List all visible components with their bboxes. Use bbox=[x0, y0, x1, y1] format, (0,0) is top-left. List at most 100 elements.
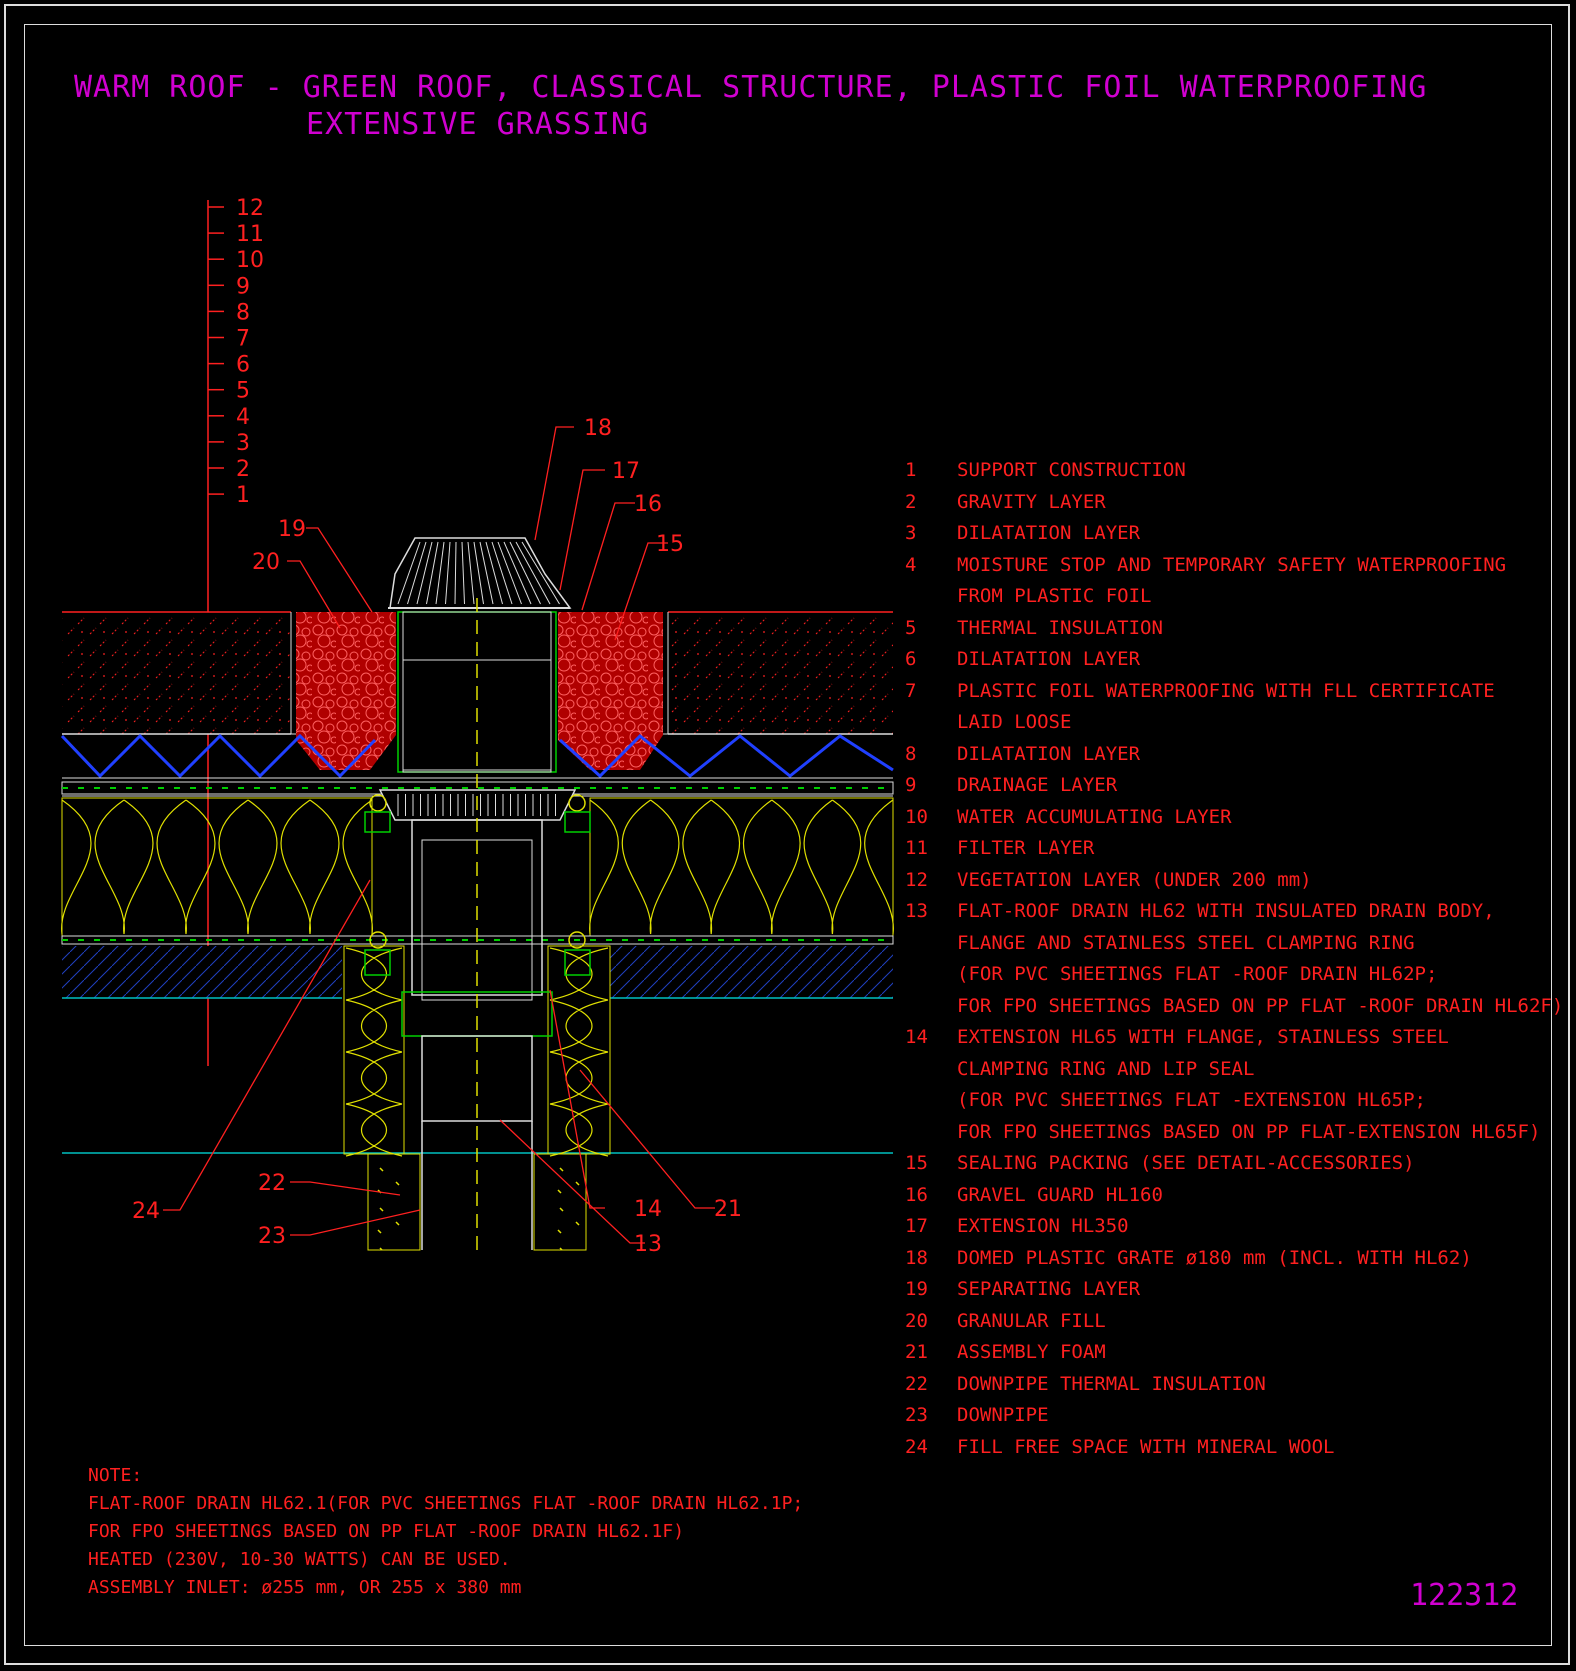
scale-tick-label: 8 bbox=[236, 300, 250, 325]
legend-text: SEALING PACKING (SEE DETAIL-ACCESSORIES) bbox=[957, 1152, 1415, 1174]
scale-tick-label: 4 bbox=[236, 405, 250, 430]
legend-number: 24 bbox=[905, 1435, 928, 1458]
legend-item: 15 SEALING PACKING (SEE DETAIL-ACCESSORIE… bbox=[905, 1148, 1555, 1180]
legend-text: EXTENSION HL65 WITH FLANGE, STAINLESS ST… bbox=[957, 1026, 1541, 1143]
scale-tick-label: 5 bbox=[236, 379, 250, 404]
legend-item: 10 WATER ACCUMULATING LAYER bbox=[905, 802, 1555, 834]
legend-text: ASSEMBLY FOAM bbox=[957, 1341, 1106, 1363]
callout-22: 22 bbox=[258, 1171, 286, 1196]
legend-number: 2 bbox=[905, 490, 917, 513]
legend-text: DILATATION LAYER bbox=[957, 648, 1141, 670]
legend-item: 19 SEPARATING LAYER bbox=[905, 1274, 1555, 1306]
legend-number: 3 bbox=[905, 522, 917, 544]
legend-number: 18 bbox=[905, 1246, 928, 1269]
legend-item: 23 DOWNPIPE bbox=[905, 1400, 1555, 1432]
note-text: FLAT-ROOF DRAIN HL62.1(FOR PVC SHEETINGS… bbox=[88, 1493, 804, 1598]
legend-item: 1 SUPPORT CONSTRUCTION bbox=[905, 455, 1555, 487]
leader-lines bbox=[163, 426, 715, 1244]
legend-text: FILTER LAYER bbox=[957, 837, 1095, 859]
legend-item: 14 EXTENSION HL65 WITH FLANGE, STAINLESS … bbox=[905, 1022, 1555, 1148]
legend-number: 23 bbox=[905, 1404, 928, 1426]
legend-text: SEPARATING LAYER bbox=[957, 1278, 1141, 1300]
legend-number: 16 bbox=[905, 1183, 928, 1206]
callout-14: 14 bbox=[634, 1197, 662, 1222]
gravel-fill bbox=[296, 612, 663, 770]
legend-text: FILL FREE SPACE WITH MINERAL WOOL bbox=[957, 1435, 1335, 1458]
callout-24: 24 bbox=[132, 1199, 160, 1224]
downpipe-insulation bbox=[367, 1153, 587, 1251]
grate-rib bbox=[497, 541, 522, 605]
grate-rib bbox=[509, 541, 541, 605]
legend-text: DOMED PLASTIC GRATE ø180 mm (INCL. WITH … bbox=[957, 1246, 1472, 1269]
grate-rib bbox=[397, 541, 421, 605]
legend-text: GRAVEL GUARD HL160 bbox=[957, 1183, 1163, 1206]
scale-tick-label: 12 bbox=[236, 196, 264, 221]
grate-rib bbox=[503, 541, 532, 605]
legend-item: 16 GRAVEL GUARD HL160 bbox=[905, 1180, 1555, 1212]
grate-rib bbox=[467, 541, 475, 605]
legend-text: EXTENSION HL350 bbox=[957, 1215, 1129, 1237]
legend-number: 6 bbox=[905, 648, 917, 670]
legend-item: 22 DOWNPIPE THERMAL INSULATION bbox=[905, 1369, 1555, 1401]
grate-rib bbox=[479, 541, 494, 605]
legend-item: 4 MOISTURE STOP AND TEMPORARY SAFETY WATE… bbox=[905, 550, 1555, 613]
roof-drain bbox=[364, 537, 591, 1250]
legend-number: 21 bbox=[905, 1341, 928, 1363]
legend-number: 1 bbox=[905, 459, 917, 481]
legend-text: WATER ACCUMULATING LAYER bbox=[957, 805, 1232, 828]
grate-rib bbox=[515, 541, 551, 605]
legend-number: 15 bbox=[905, 1152, 928, 1174]
scale-tick-label: 3 bbox=[236, 431, 250, 456]
vegetation-layer bbox=[62, 611, 893, 735]
legend-item: 8 DILATATION LAYER bbox=[905, 739, 1555, 771]
legend-number: 19 bbox=[905, 1278, 928, 1300]
legend-text: MOISTURE STOP AND TEMPORARY SAFETY WATER… bbox=[957, 553, 1507, 608]
legend-item: 6 DILATATION LAYER bbox=[905, 644, 1555, 676]
callout-17: 17 bbox=[612, 459, 640, 484]
legend-number: 4 bbox=[905, 553, 917, 576]
legend-item: 11 FILTER LAYER bbox=[905, 833, 1555, 865]
legend-number: 8 bbox=[905, 742, 917, 765]
legend-text: DOWNPIPE bbox=[957, 1404, 1049, 1426]
scale-tick-label: 6 bbox=[236, 353, 250, 378]
legend-number: 11 bbox=[905, 837, 928, 859]
grate-rib bbox=[521, 541, 560, 605]
legend-number: 9 bbox=[905, 774, 917, 796]
legend-number: 22 bbox=[905, 1372, 928, 1395]
legend-number: 20 bbox=[905, 1309, 928, 1332]
callout-18: 18 bbox=[584, 416, 612, 441]
grate-rib bbox=[426, 541, 439, 605]
title-line-2: EXTENSIVE GRASSING bbox=[306, 107, 650, 142]
grate-rib bbox=[473, 541, 484, 605]
legend-text: SUPPORT CONSTRUCTION bbox=[957, 459, 1186, 481]
scale-tick-label: 7 bbox=[236, 327, 250, 352]
legend-text: PLASTIC FOIL WATERPROOFING WITH FLL CERT… bbox=[957, 679, 1495, 734]
note: NOTE: FLAT-ROOF DRAIN HL62.1(FOR PVC SHE… bbox=[88, 1462, 803, 1602]
legend-text: DOWNPIPE THERMAL INSULATION bbox=[957, 1372, 1266, 1395]
legend-item: 24 FILL FREE SPACE WITH MINERAL WOOL bbox=[905, 1432, 1555, 1464]
grate-rib bbox=[454, 541, 457, 605]
scale-tick-label: 9 bbox=[236, 274, 250, 299]
drawing-inner-border bbox=[24, 24, 1552, 1646]
legend-text: FLAT-ROOF DRAIN HL62 WITH INSULATED DRAI… bbox=[957, 900, 1564, 1017]
legend-number: 17 bbox=[905, 1215, 928, 1237]
callout-15: 15 bbox=[656, 532, 684, 557]
support-construction bbox=[62, 946, 893, 1154]
callout-labels: 18 17 16 15 19 20 24 22 23 14 21 13 bbox=[132, 416, 742, 1257]
grate-rib bbox=[407, 541, 427, 605]
legend-text: THERMAL INSULATION bbox=[957, 616, 1163, 639]
callout-19: 19 bbox=[278, 517, 306, 542]
scale-tick-label: 2 bbox=[236, 457, 250, 482]
legend-text: DILATATION LAYER bbox=[957, 742, 1141, 765]
legend-number: 14 bbox=[905, 1026, 928, 1048]
legend-text: VEGETATION LAYER (UNDER 200 mm) bbox=[957, 868, 1312, 891]
grate-rib bbox=[435, 541, 445, 605]
callout-16: 16 bbox=[634, 492, 662, 517]
legend-number: 10 bbox=[905, 805, 928, 828]
legend-number: 7 bbox=[905, 679, 917, 702]
